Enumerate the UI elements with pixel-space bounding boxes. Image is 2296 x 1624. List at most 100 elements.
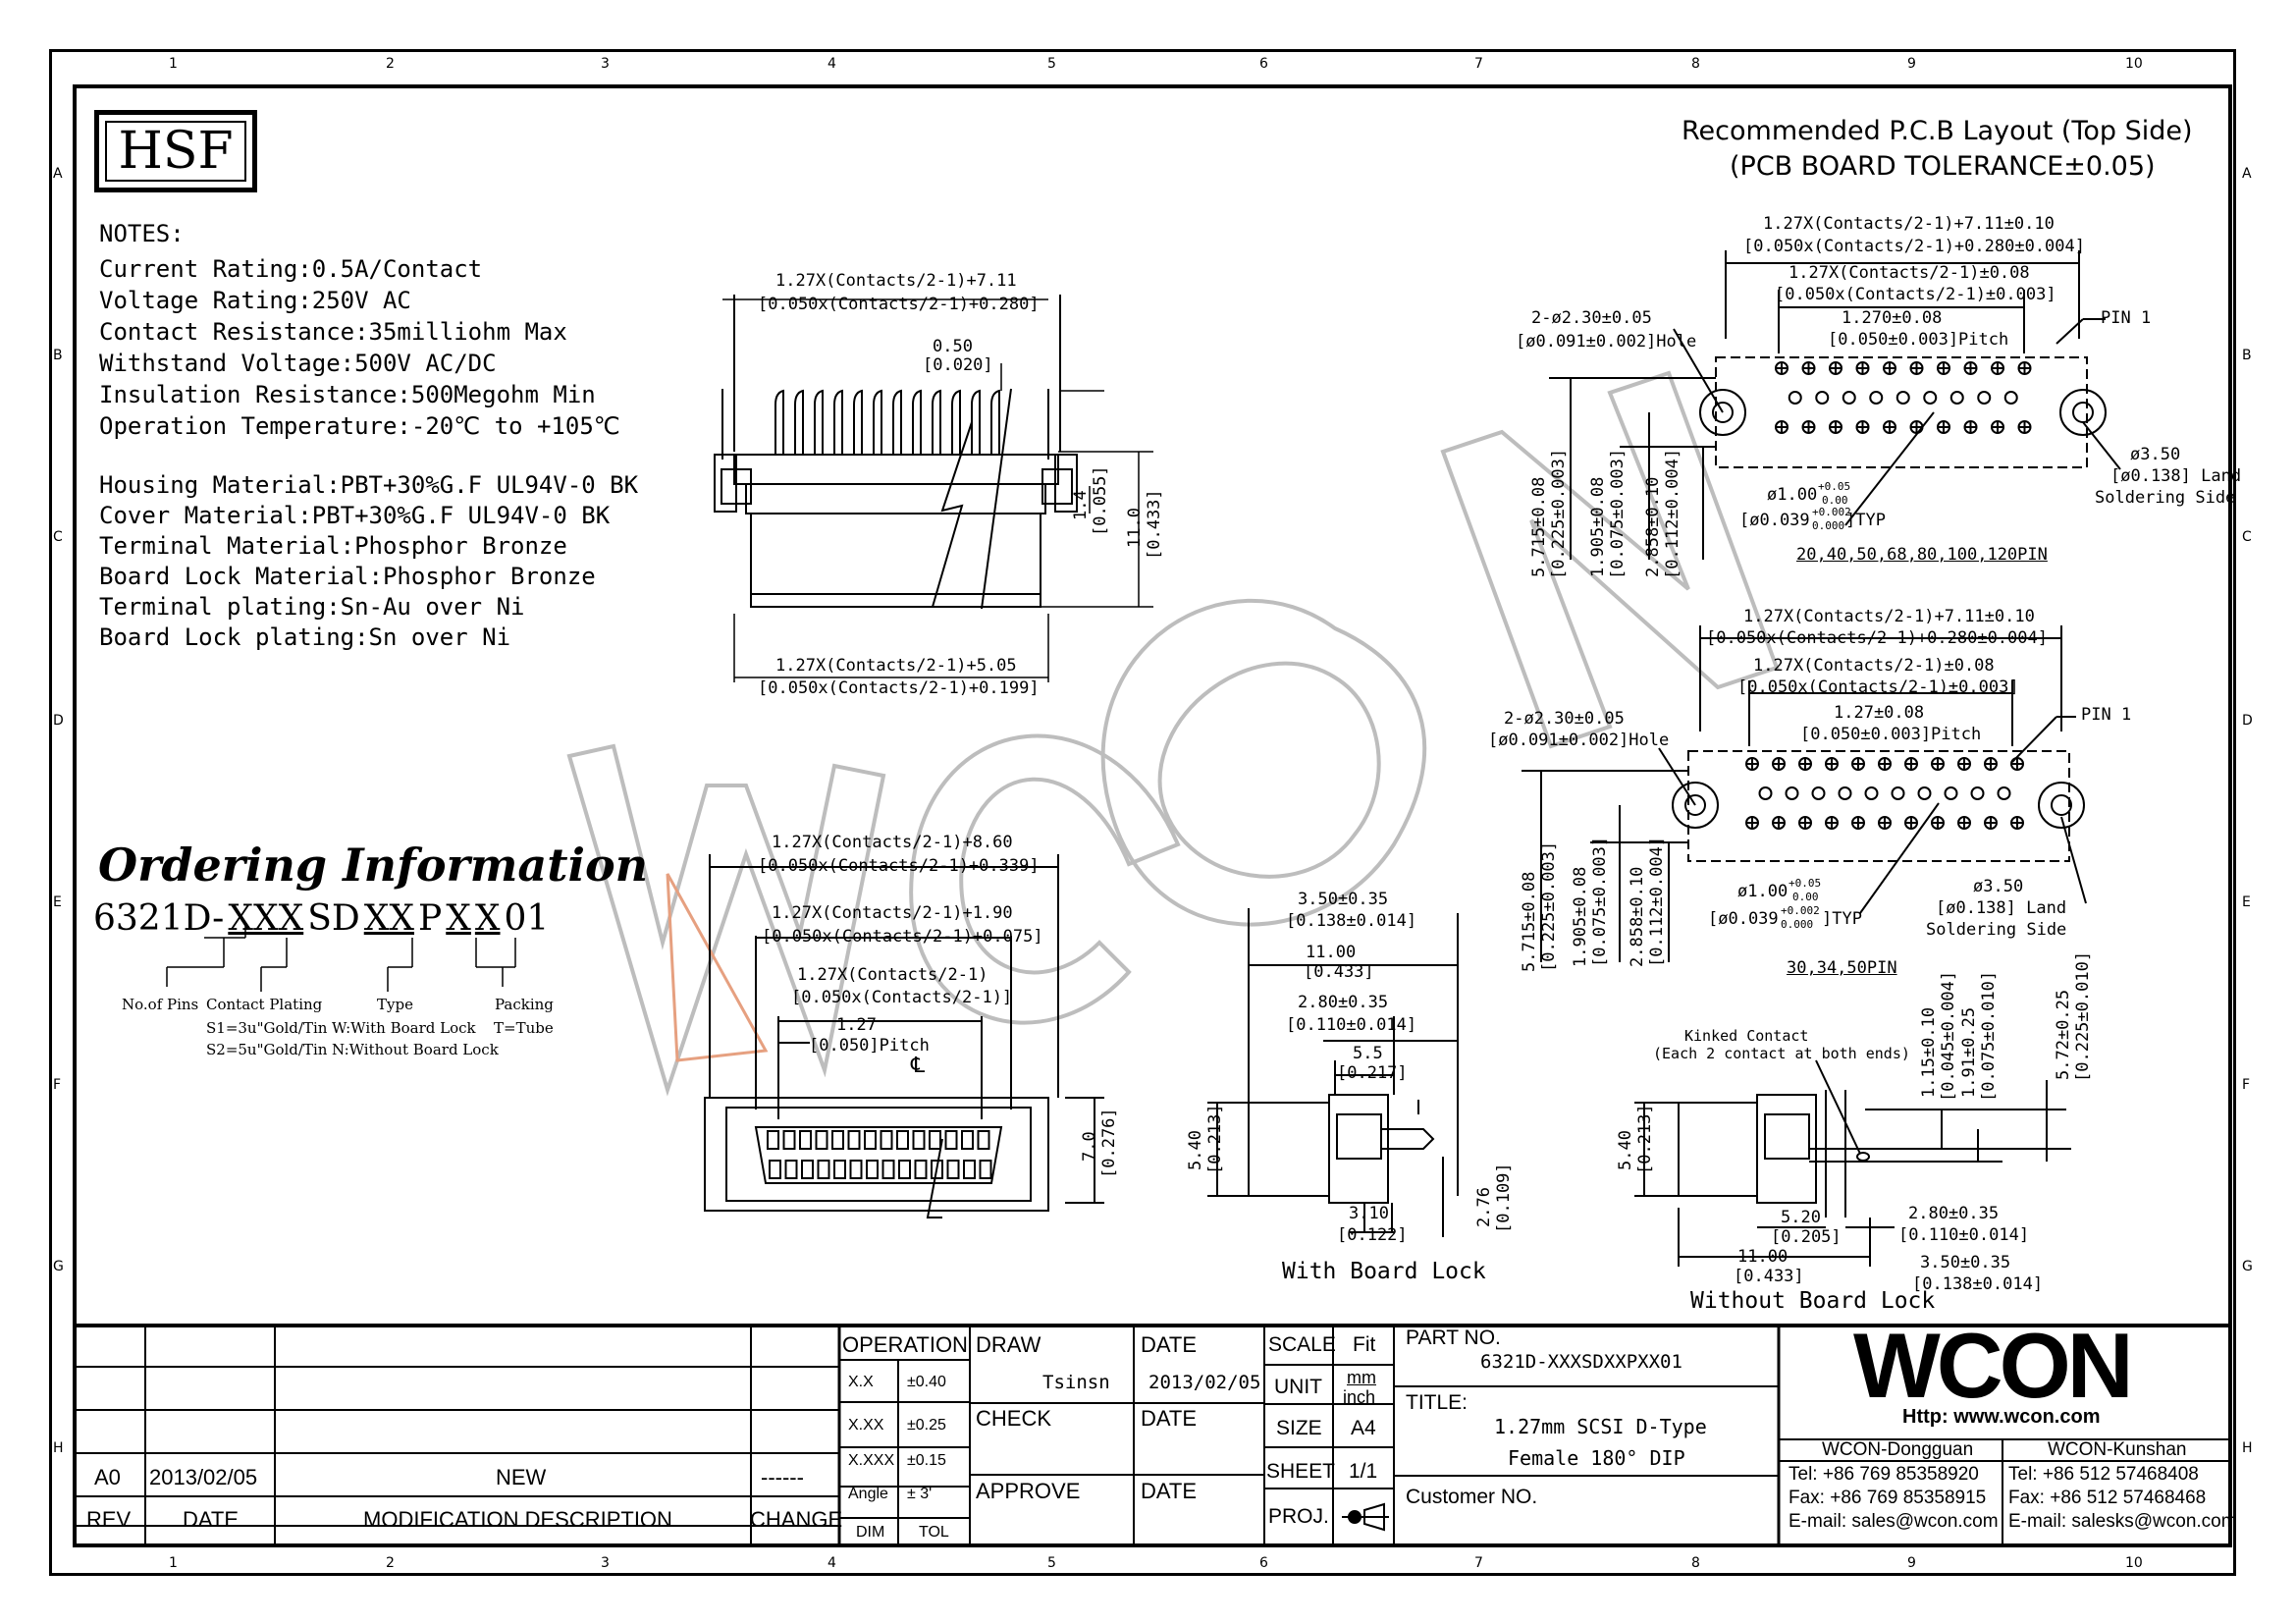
pcb-lower-outline	[1522, 625, 2087, 962]
nolock-caption: Without Board Lock	[1690, 1288, 1936, 1314]
tb-ks-fax: Fax: +86 512 57468468	[2008, 1488, 2207, 1508]
tol-key: Angle	[848, 1486, 888, 1502]
legend-type: Type	[377, 996, 413, 1013]
contact-slot	[961, 1130, 974, 1150]
pcbl-pad2-up: +0.002	[1781, 904, 1820, 917]
side-view-without-lock	[1634, 1059, 2071, 1267]
note-line: Contact Resistance:35milliohm Max	[99, 318, 567, 346]
zone-col-bottom: 1	[169, 1555, 178, 1571]
pcbu-v3-mm: 2.858±0.10	[1643, 476, 1663, 577]
tb-part-no: 6321D-XXXSDXXPXX01	[1480, 1351, 1682, 1373]
top-width-in: [0.050x(Contacts/2-1)+0.280]	[758, 295, 1040, 314]
pcbl-pad1-up: +0.05	[1789, 877, 1822, 890]
nolock-d3-mm: 11.00	[1737, 1247, 1789, 1267]
contact-slot	[977, 1130, 990, 1150]
pcb-upper-outline	[1549, 250, 2121, 560]
tb-check: CHECK	[976, 1406, 1052, 1431]
contact-slot	[831, 1130, 844, 1150]
tb-title2: Female 180° DIP	[1508, 1446, 1685, 1470]
pcbl-v1-in: [0.225±0.003]	[1539, 840, 1559, 972]
pcbl-land2: [ø0.138] Land	[1936, 898, 2067, 918]
pcb-pad	[1977, 391, 1992, 405]
zone-col-top: 6	[1259, 56, 1268, 72]
pcbu-w2-mm: 1.27X(Contacts/2-1)±0.08	[1789, 263, 2030, 283]
pcbl-pin1: PIN 1	[2081, 705, 2132, 725]
top-pin	[951, 389, 961, 455]
tb-title-label: TITLE:	[1406, 1391, 1468, 1414]
lock-d2-mm: 11.00	[1306, 943, 1357, 962]
zone-row-left: E	[53, 894, 62, 910]
top-width-mm: 1.27X(Contacts/2-1)+7.11	[775, 271, 1017, 291]
pcbl-pad2: [ø0.039	[1708, 909, 1779, 929]
pcbl-pitch-mm: 1.27±0.08	[1834, 703, 1925, 723]
tb-draw-date: 2013/02/05	[1148, 1372, 1261, 1393]
pcb-pad	[1917, 786, 1932, 800]
contact-slot	[782, 1130, 796, 1150]
front-w2-in: [0.050x(Contacts/2-1)+0.075]	[762, 927, 1043, 947]
pcbl-pad2-dn: 0.000	[1781, 918, 1814, 931]
pcbu-land2: [ø0.138] Land	[2110, 466, 2242, 486]
top-h11-in: [0.433]	[1145, 489, 1164, 560]
zone-row-right: C	[2242, 529, 2252, 545]
zone-row-left: A	[53, 166, 63, 182]
top-pin	[853, 389, 863, 455]
front-w1-in: [0.050x(Contacts/2-1)+0.339]	[758, 856, 1040, 876]
contact-slot	[769, 1160, 781, 1179]
contact-slot	[979, 1160, 992, 1179]
tol-key: X.XXX	[848, 1452, 895, 1469]
pcb-pad	[1997, 786, 2011, 800]
lock-d6-in: [0.109]	[1494, 1163, 1514, 1233]
zone-col-bottom: 6	[1259, 1555, 1268, 1571]
zone-col-top: 8	[1691, 56, 1700, 72]
front-pitch-mm: 1.27	[836, 1015, 877, 1035]
zone-col-top: 4	[828, 56, 836, 72]
pcbu-v2-mm: 1.905±0.08	[1588, 476, 1608, 577]
ordering-title: Ordering Information	[98, 839, 649, 892]
pcbu-v1-mm: 5.715±0.08	[1529, 476, 1549, 577]
zone-col-bottom: 10	[2125, 1555, 2143, 1571]
front-h-mm: 7.0	[1080, 1131, 1099, 1162]
zone-row-right: B	[2242, 348, 2252, 363]
zone-row-left: F	[53, 1077, 62, 1093]
zone-row-left: H	[53, 1440, 64, 1456]
pcbu-pin1: PIN 1	[2101, 308, 2152, 328]
nolock-h-in: [0.213]	[1635, 1104, 1655, 1174]
lock-h-in: [0.213]	[1205, 1104, 1225, 1174]
lock-caption: With Board Lock	[1282, 1259, 1486, 1284]
legend-plating: Contact Plating	[206, 996, 323, 1013]
legend-plating-s2: S2=5u"Gold/Tin	[206, 1041, 328, 1058]
pcbl-v3-mm: 2.858±0.10	[1628, 866, 1647, 967]
pcb-pad	[1896, 391, 1910, 405]
lock-d4-in: [0.217]	[1337, 1063, 1408, 1083]
top-h14-mm: 1.4	[1071, 490, 1091, 520]
pcbl-pad1-dn: 0.00	[1792, 891, 1819, 903]
tol-key: X.XX	[848, 1417, 884, 1434]
zone-row-right: D	[2242, 713, 2253, 729]
nolock-v3-mm: 5.72±0.25	[2054, 989, 2073, 1080]
tb-dg-mail: E-mail: sales@wcon.com	[1789, 1511, 1999, 1532]
tol-value: ±0.25	[907, 1417, 946, 1434]
contact-slot	[912, 1130, 926, 1150]
outer-border	[49, 49, 2236, 1576]
wcon-logo: WCON	[1853, 1314, 2134, 1417]
top-h11-mm: 11.0	[1125, 508, 1145, 548]
pcb-lower-pads	[1745, 757, 2024, 830]
zone-row-left: G	[53, 1259, 64, 1274]
tb-unit: UNIT	[1274, 1376, 1322, 1398]
lock-d5-in: [0.122]	[1337, 1225, 1408, 1245]
pcbu-land3: Soldering Side	[2095, 488, 2236, 508]
order-code-part: SD	[307, 898, 360, 939]
front-h-in: [0.276]	[1099, 1108, 1119, 1178]
tol-value: ±0.40	[907, 1374, 946, 1390]
lock-h-mm: 5.40	[1186, 1130, 1205, 1170]
pcbl-pad-typ: ]TYP	[1822, 909, 1862, 929]
pcbl-pitch-in: [0.050±0.003]Pitch	[1800, 725, 1982, 744]
order-code-part: 01	[504, 898, 550, 939]
legend-packing: Packing	[495, 996, 554, 1013]
zone-col-bottom: 9	[1907, 1555, 1916, 1571]
front-w2-mm: 1.27X(Contacts/2-1)+1.90	[772, 903, 1013, 923]
pcbu-pad2-up: +0.002	[1812, 506, 1851, 518]
top-view-dimlines	[722, 298, 1153, 682]
pcb-pad	[1815, 391, 1830, 405]
